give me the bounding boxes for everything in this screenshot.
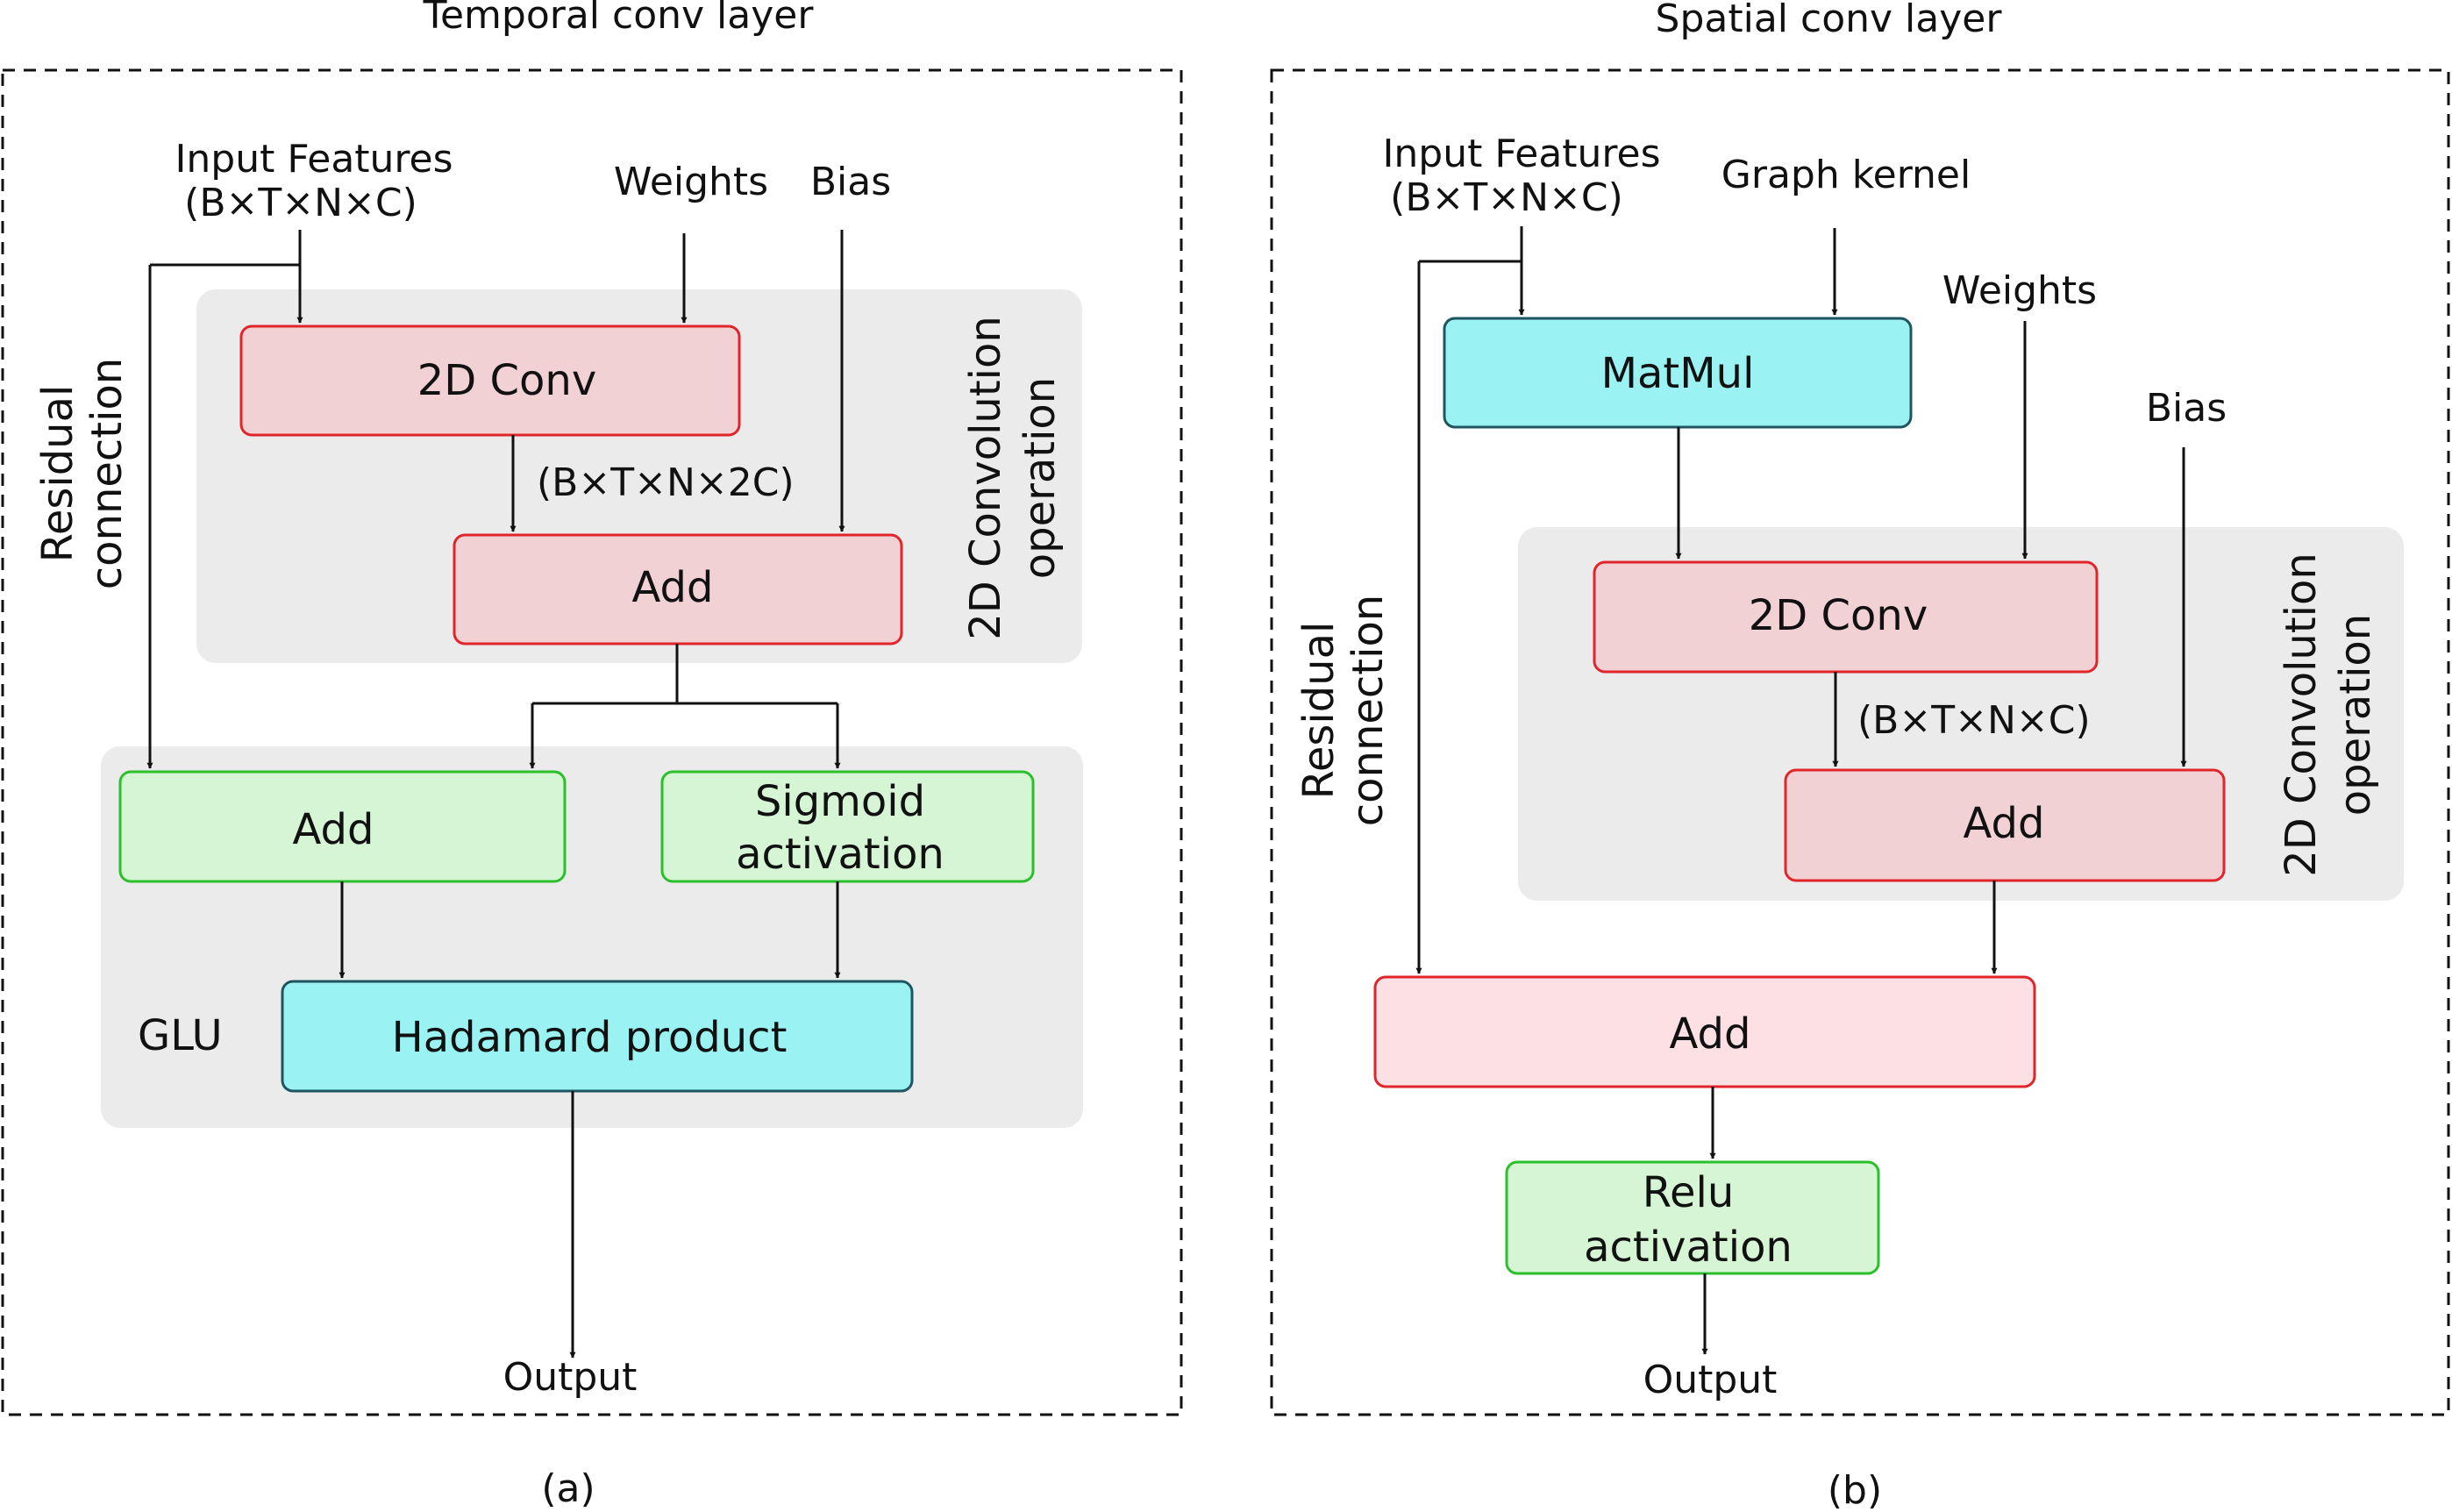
graph-kernel-label: Graph kernel [1721, 153, 1971, 197]
input-features-label-b: Input Features [1382, 132, 1660, 176]
conv2d-box-b [1593, 560, 2099, 674]
panel-a: Temporal conv layer Input Features (B×T×… [1, 0, 1183, 1511]
sigmoid-label-line2: activation [736, 830, 944, 879]
bias-label-b: Bias [2146, 386, 2227, 431]
conv-shape-label-a: (B×T×N×2C) [537, 460, 795, 505]
input-shape-label-b: (B×T×N×C) [1390, 175, 1623, 220]
glu-label: GLU [138, 1011, 223, 1060]
weights-label-a: Weights [614, 160, 768, 204]
residual-label-a: Residual [33, 385, 82, 563]
output-label-b: Output [1643, 1358, 1778, 1402]
panel-a-title: Temporal conv layer [423, 0, 815, 38]
conv-group-label-b-line2: operation [2331, 614, 2380, 816]
residual-label-b: Residual [1294, 622, 1344, 800]
connection-label-b: connection [1344, 595, 1393, 826]
caption-a: (a) [541, 1466, 595, 1511]
conv2d-label-b: 2D Conv [1749, 591, 1928, 640]
add-label-conv-b: Add [1964, 799, 2045, 848]
bias-label-a: Bias [810, 160, 891, 204]
panel-a-frame [1, 68, 1183, 1416]
weights-label-b: Weights [1942, 268, 2097, 313]
add-label-residual-b: Add [1670, 1009, 1751, 1059]
matmul-label: MatMul [1601, 349, 1755, 398]
add-label-glu: Add [293, 805, 374, 854]
input-shape-label-a: (B×T×N×C) [184, 181, 417, 225]
add-box-residual-b [1373, 975, 2036, 1088]
panel-b-title: Spatial conv layer [1656, 0, 2003, 41]
connection-label-a: connection [82, 358, 132, 589]
add-box-conv-b [1784, 768, 2226, 882]
panel-b: Spatial conv layer Input Features (B×T×N… [1270, 0, 2450, 1512]
relu-label-line2: activation [1584, 1223, 1793, 1272]
conv-shape-label-b: (B×T×N×C) [1857, 698, 2091, 743]
relu-box [1505, 1160, 1880, 1275]
conv2d-label-a: 2D Conv [417, 356, 596, 405]
input-features-label-a: Input Features [175, 137, 453, 182]
conv-group-label-b-line1: 2D Convolution [2277, 553, 2326, 877]
output-label-a: Output [503, 1355, 638, 1400]
conv-group-label-a-line2: operation [1016, 377, 1065, 579]
add-label-conv-a: Add [632, 563, 714, 612]
sigmoid-box [660, 770, 1035, 883]
relu-label-line1: Relu [1643, 1168, 1734, 1217]
sigmoid-label-line1: Sigmoid [755, 777, 925, 826]
caption-b: (b) [1828, 1468, 1882, 1512]
hadamard-label: Hadamard product [392, 1013, 788, 1062]
conv2d-box-a [239, 325, 741, 437]
conv-group-label-a-line1: 2D Convolution [961, 316, 1010, 640]
hadamard-box [281, 980, 914, 1093]
